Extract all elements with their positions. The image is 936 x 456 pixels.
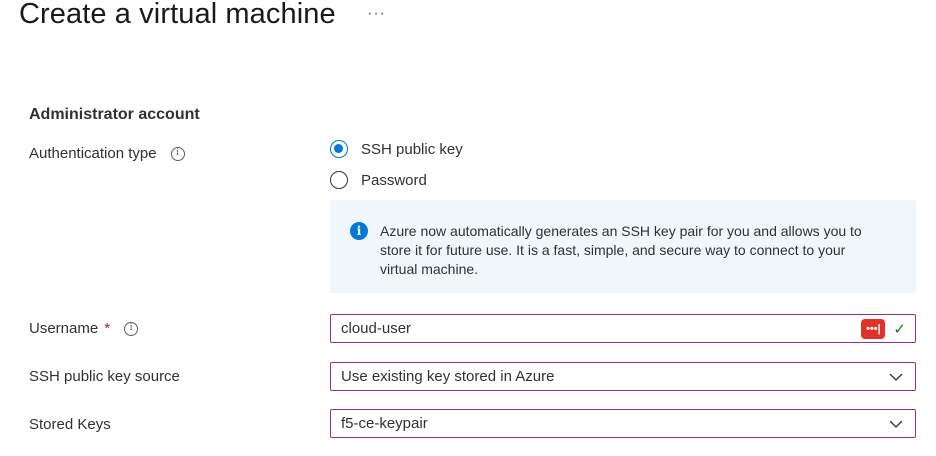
password-manager-icon[interactable]: •••|	[861, 318, 886, 339]
username-label: Username * i	[29, 320, 139, 337]
username-input-value[interactable]: cloud-user	[341, 320, 412, 337]
radio-button-checked-icon[interactable]	[330, 140, 348, 158]
page-title: Create a virtual machine	[19, 0, 336, 30]
more-actions-button[interactable]: ···	[367, 5, 386, 22]
required-asterisk: *	[104, 320, 111, 337]
info-icon[interactable]: i	[124, 321, 139, 336]
radio-password[interactable]: Password	[330, 171, 427, 189]
ssh-key-source-label: SSH public key source	[29, 368, 180, 385]
authentication-type-label: Authentication type i	[29, 145, 185, 162]
chevron-down-icon	[889, 420, 903, 428]
stored-keys-dropdown[interactable]: f5-ce-keypair	[330, 409, 916, 438]
ssh-key-source-selected-value: Use existing key stored in Azure	[341, 368, 555, 385]
checkmark-icon: ✓	[893, 320, 906, 338]
info-filled-icon: i	[350, 222, 368, 240]
radio-ssh-public-key[interactable]: SSH public key	[330, 140, 463, 158]
info-icon[interactable]: i	[170, 146, 185, 161]
radio-label-ssh-public-key: SSH public key	[361, 140, 463, 158]
ssh-key-source-label-text: SSH public key source	[29, 368, 180, 385]
ssh-info-message-text: Azure now automatically generates an SSH…	[380, 223, 862, 277]
ssh-key-source-dropdown[interactable]: Use existing key stored in Azure	[330, 362, 916, 391]
chevron-down-icon	[889, 373, 903, 381]
authentication-type-label-text: Authentication type	[29, 145, 157, 162]
username-label-text: Username	[29, 320, 99, 337]
stored-keys-selected-value: f5-ce-keypair	[341, 415, 428, 432]
username-input[interactable]: cloud-user •••| ✓	[330, 314, 916, 343]
radio-button-unchecked-icon[interactable]	[330, 171, 348, 189]
stored-keys-label: Stored Keys	[29, 416, 111, 433]
radio-label-password: Password	[361, 171, 427, 189]
ssh-info-message-box: i Azure now automatically generates an S…	[330, 200, 916, 293]
section-heading-administrator-account: Administrator account	[29, 106, 200, 123]
stored-keys-label-text: Stored Keys	[29, 416, 111, 433]
